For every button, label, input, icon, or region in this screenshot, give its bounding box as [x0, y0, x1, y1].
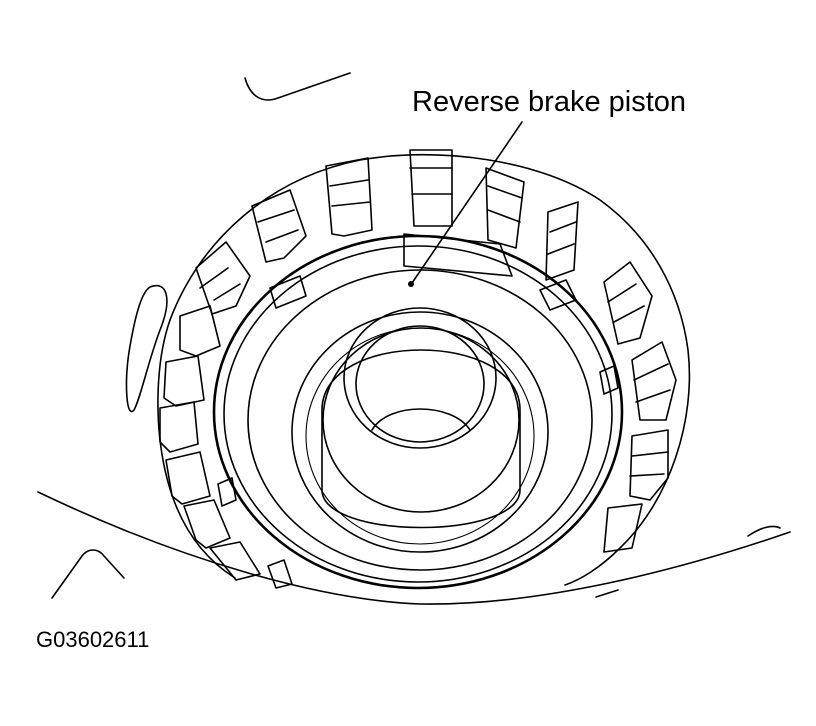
ring-lugs [217, 233, 619, 589]
housing-arc-top [244, 72, 351, 101]
oval-recess [125, 284, 168, 413]
housing-arc-bottom [37, 491, 791, 605]
callout-label: Reverse brake piston [412, 86, 687, 118]
hub-outer-cylinder [321, 349, 521, 529]
piston-face-ring-1 [247, 269, 593, 571]
callout-dot [408, 281, 414, 287]
drum-outer-rim-left [157, 319, 236, 579]
hub-rim [322, 327, 520, 513]
housing-edge-lower-right [595, 589, 619, 598]
spline-teeth [159, 149, 677, 581]
piston-outer-edge [223, 245, 613, 583]
hub-bore-inner [355, 325, 485, 443]
housing-corner-left [51, 549, 125, 599]
figure-id: G03602611 [36, 627, 150, 652]
housing-edge-right [747, 525, 781, 537]
hub-bore-outer [343, 307, 497, 449]
hub-bore-step [371, 408, 471, 431]
snap-ring-groove [212, 234, 624, 590]
drum-outer-rim [169, 153, 691, 586]
piston-face-ring-2 [291, 311, 549, 553]
callout-leader [411, 121, 523, 284]
